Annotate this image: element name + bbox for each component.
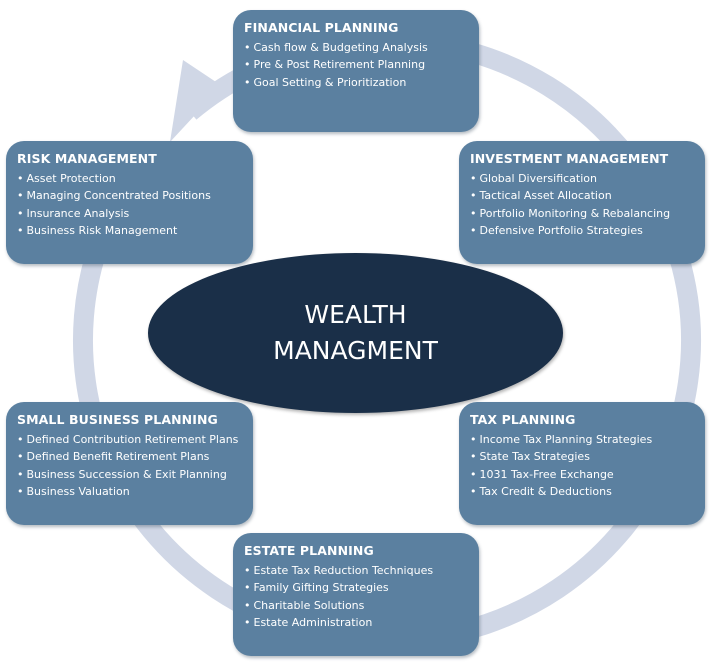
list-item: State Tax Strategies — [470, 448, 697, 465]
list-item: Estate Administration — [244, 614, 471, 631]
card-title: INVESTMENT MANAGEMENT — [470, 151, 669, 166]
card-small-business-planning: SMALL BUSINESS PLANNING Defined Contribu… — [6, 402, 253, 525]
card-title: RISK MANAGEMENT — [17, 151, 157, 166]
list-item: 1031 Tax-Free Exchange — [470, 466, 697, 483]
list-item: Tax Credit & Deductions — [470, 483, 697, 500]
list-item: Business Risk Management — [17, 222, 245, 239]
center-title-line-1: WEALTH — [304, 300, 407, 329]
card-financial-planning: FINANCIAL PLANNING Cash flow & Budgeting… — [233, 10, 479, 132]
list-item: Business Succession & Exit Planning — [17, 466, 245, 483]
bullet-list: Asset Protection Managing Concentrated P… — [17, 170, 245, 240]
card-title: SMALL BUSINESS PLANNING — [17, 412, 218, 427]
bullet-list: Estate Tax Reduction Techniques Family G… — [244, 562, 471, 632]
list-item: Defined Contribution Retirement Plans — [17, 431, 245, 448]
center-title-line-2: MANAGMENT — [273, 336, 438, 365]
card-risk-management: RISK MANAGEMENT Asset Protection Managin… — [6, 141, 253, 264]
list-item: Income Tax Planning Strategies — [470, 431, 697, 448]
card-estate-planning: ESTATE PLANNING Estate Tax Reduction Tec… — [233, 533, 479, 656]
bullet-list: Cash flow & Budgeting Analysis Pre & Pos… — [244, 39, 471, 91]
list-item: Managing Concentrated Positions — [17, 187, 245, 204]
list-item: Cash flow & Budgeting Analysis — [244, 39, 471, 56]
list-item: Estate Tax Reduction Techniques — [244, 562, 471, 579]
center-ellipse: WEALTH MANAGMENT — [148, 253, 563, 413]
card-title: ESTATE PLANNING — [244, 543, 374, 558]
ring-arrowhead — [170, 60, 222, 142]
list-item: Defined Benefit Retirement Plans — [17, 448, 245, 465]
bullet-list: Defined Contribution Retirement Plans De… — [17, 431, 245, 501]
card-investment-management: INVESTMENT MANAGEMENT Global Diversifica… — [459, 141, 705, 264]
list-item: Pre & Post Retirement Planning — [244, 56, 471, 73]
list-item: Tactical Asset Allocation — [470, 187, 697, 204]
list-item: Defensive Portfolio Strategies — [470, 222, 697, 239]
list-item: Global Diversification — [470, 170, 697, 187]
list-item: Family Gifting Strategies — [244, 579, 471, 596]
bullet-list: Income Tax Planning Strategies State Tax… — [470, 431, 697, 501]
list-item: Goal Setting & Prioritization — [244, 74, 471, 91]
bullet-list: Global Diversification Tactical Asset Al… — [470, 170, 697, 240]
list-item: Insurance Analysis — [17, 205, 245, 222]
card-title: TAX PLANNING — [470, 412, 576, 427]
card-tax-planning: TAX PLANNING Income Tax Planning Strateg… — [459, 402, 705, 525]
list-item: Charitable Solutions — [244, 597, 471, 614]
list-item: Asset Protection — [17, 170, 245, 187]
list-item: Portfolio Monitoring & Rebalancing — [470, 205, 697, 222]
list-item: Business Valuation — [17, 483, 245, 500]
card-title: FINANCIAL PLANNING — [244, 20, 399, 35]
